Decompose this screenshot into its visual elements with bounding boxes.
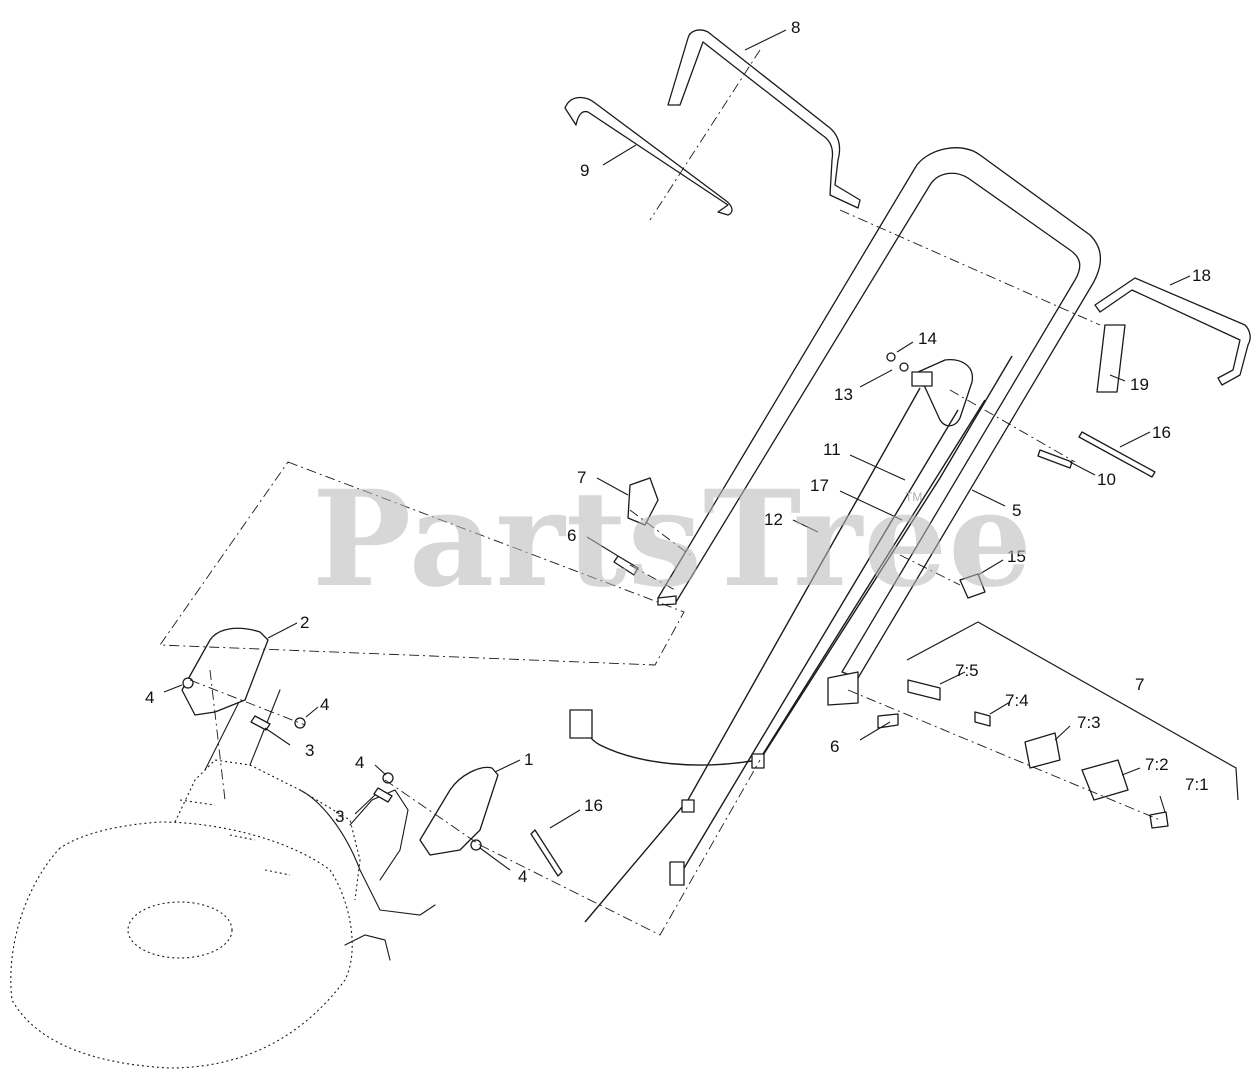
callout-16-upper: 16 — [1152, 423, 1171, 442]
callout-15: 15 — [1007, 547, 1026, 566]
callout-9: 9 — [580, 161, 589, 180]
callout-16-lower: 16 — [584, 796, 603, 815]
callout-10: 10 — [1097, 470, 1116, 489]
callout-4-upper-mid: 4 — [355, 753, 364, 772]
bracket-2 — [181, 627, 306, 731]
cables — [569, 355, 1013, 923]
callout-3-lower: 3 — [335, 807, 344, 826]
knob-assembly-7 — [877, 679, 1169, 829]
callout-17: 17 — [810, 476, 829, 495]
leader-lines — [163, 29, 1191, 871]
assembly-lines — [159, 49, 1161, 936]
group-7-bracket — [906, 621, 1239, 801]
callout-7-knob: 7 — [577, 468, 586, 487]
callout-18: 18 — [1192, 266, 1211, 285]
nut-15 — [959, 573, 986, 599]
callout-11: 11 — [823, 440, 841, 459]
foam-grip — [1096, 324, 1126, 393]
callout-4-mid: 4 — [320, 695, 329, 714]
bracket-1 — [373, 766, 499, 856]
rod-16-lower — [530, 829, 563, 877]
callout-7-4: 7:4 — [1005, 691, 1029, 710]
bolt-10 — [1037, 449, 1073, 469]
callout-labels: 8 9 18 14 13 19 16 11 10 7 17 5 12 6 15 … — [145, 18, 1211, 886]
callout-7-group: 7 — [1135, 675, 1144, 694]
upper-bar — [564, 96, 733, 216]
callout-7-5: 7:5 — [955, 661, 979, 680]
drive-bail — [1094, 277, 1251, 386]
callout-3-upper: 3 — [305, 741, 314, 760]
callout-6-upper: 6 — [567, 526, 576, 545]
rod-16-upper — [1078, 431, 1156, 478]
bolt-6-upper — [613, 555, 639, 576]
handle — [657, 147, 1102, 706]
callout-7-1: 7:1 — [1185, 775, 1209, 794]
callout-19: 19 — [1130, 375, 1149, 394]
knob-7 — [627, 477, 659, 526]
callout-1: 1 — [524, 750, 533, 769]
callout-6-lower: 6 — [830, 737, 839, 756]
callout-4-left: 4 — [145, 688, 154, 707]
bail-bar — [667, 29, 861, 209]
callout-13: 13 — [834, 385, 853, 404]
control-housing — [886, 352, 973, 427]
callout-8: 8 — [791, 18, 800, 37]
callout-4-lower: 4 — [518, 867, 527, 886]
callout-7-3: 7:3 — [1077, 713, 1101, 732]
callout-12: 12 — [764, 510, 783, 529]
mower-deck — [10, 689, 436, 1069]
callout-2: 2 — [300, 613, 309, 632]
callout-5: 5 — [1012, 501, 1021, 520]
callout-7-2: 7:2 — [1145, 755, 1169, 774]
callout-14: 14 — [918, 329, 937, 348]
